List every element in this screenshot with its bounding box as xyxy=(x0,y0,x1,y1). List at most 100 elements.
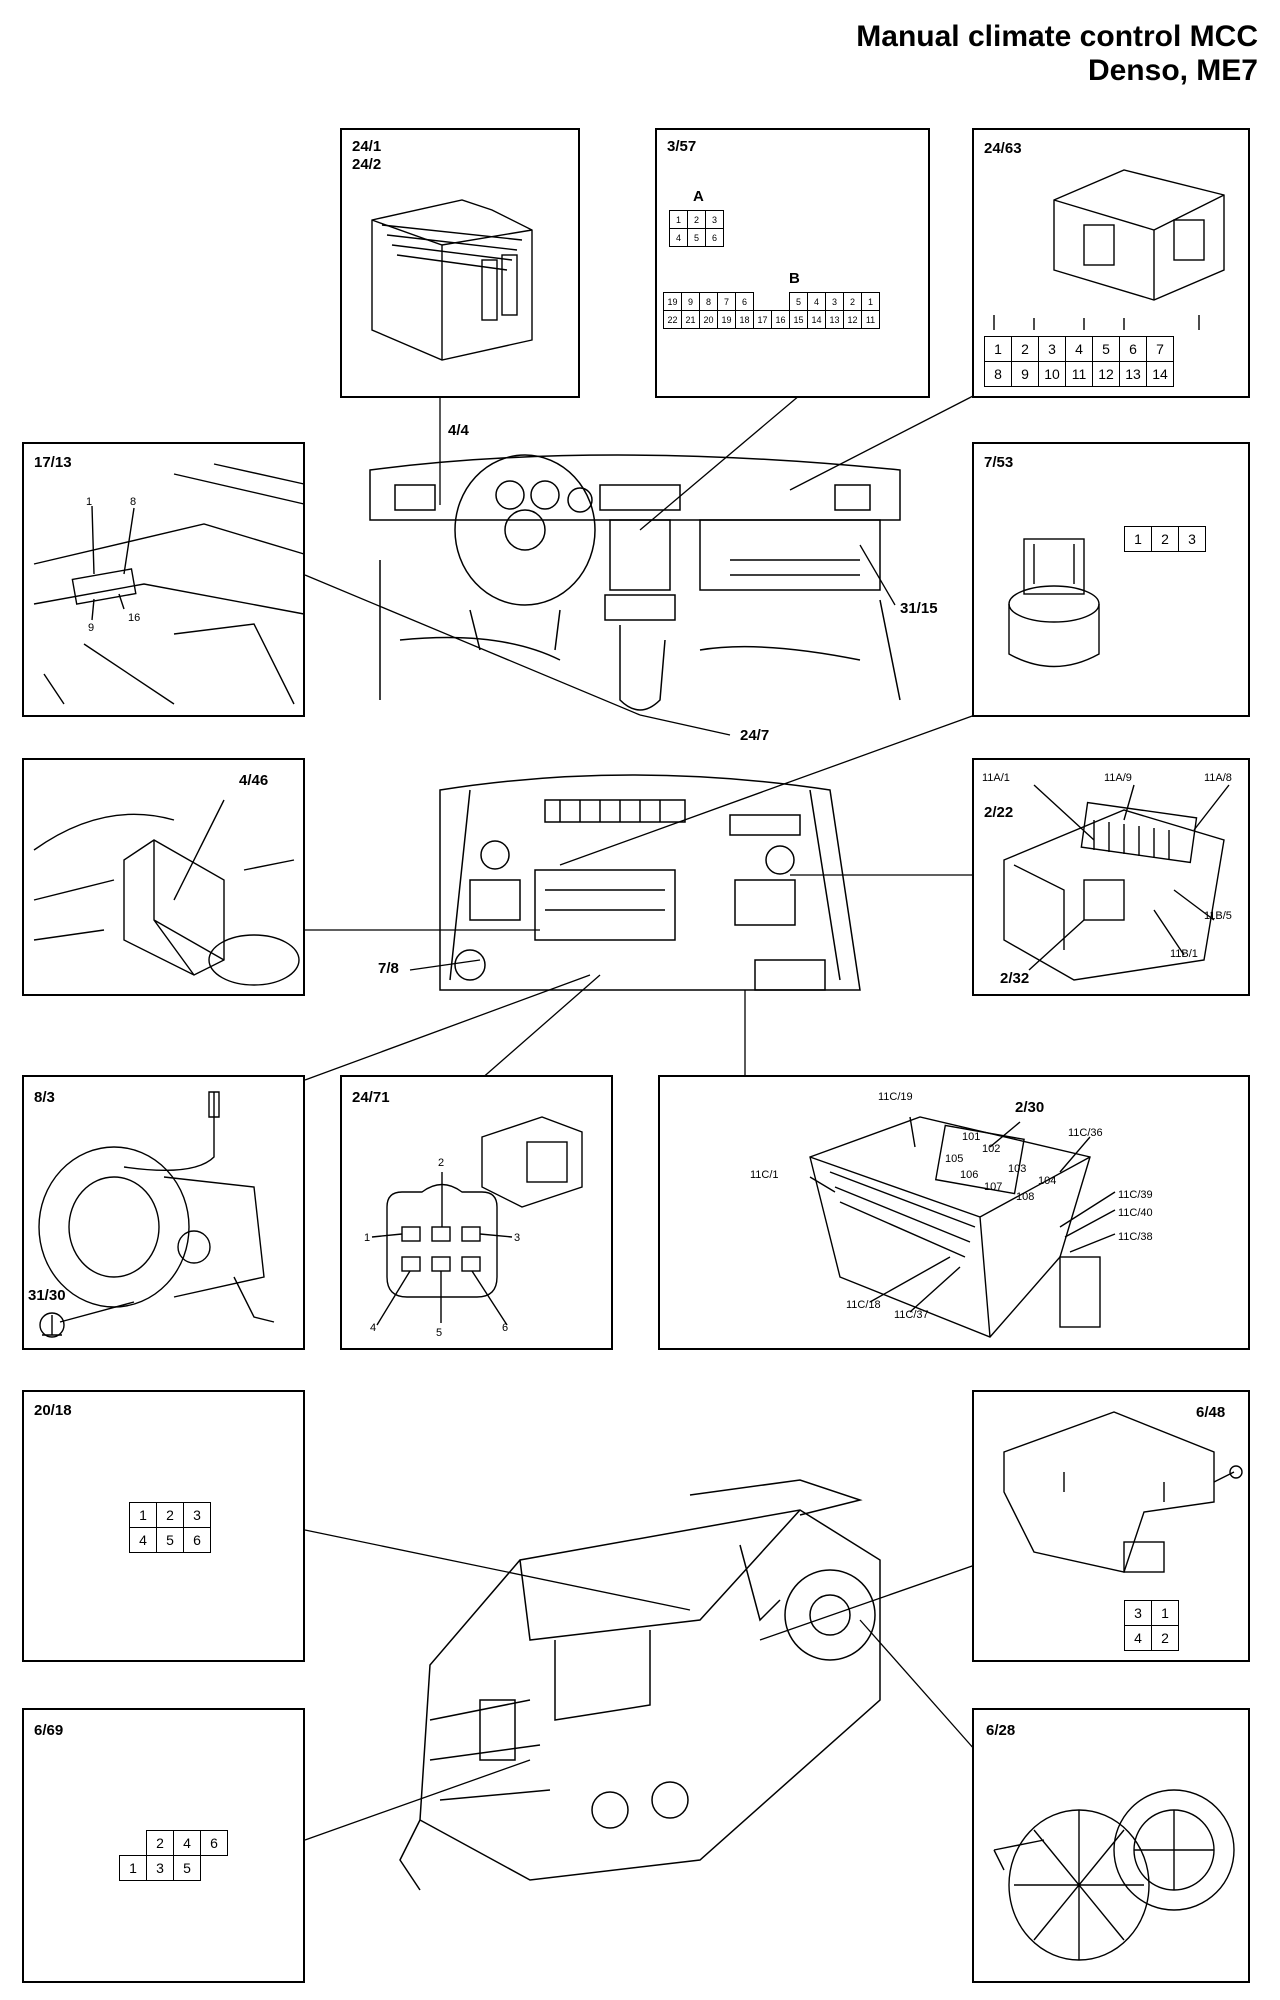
connector-24-71-drawing xyxy=(371,1116,583,1326)
panel-label: 6/69 xyxy=(34,1722,64,1739)
callout-31-15: 31/15 xyxy=(900,600,938,617)
pin-cell: 1 xyxy=(129,1502,157,1528)
pin-cell: 4 xyxy=(129,1527,157,1553)
pin-cell: 10 xyxy=(1038,361,1066,387)
pin-cell: 7 xyxy=(717,292,736,311)
pin-cell: 3 xyxy=(183,1502,211,1528)
pin-gap xyxy=(201,1856,228,1881)
fuse-label: 2/22 xyxy=(984,804,1014,821)
panel-label: 6/48 xyxy=(1196,1404,1226,1421)
pin-cell: 2 xyxy=(843,292,862,311)
pin-cell: 13 xyxy=(1119,361,1147,387)
pin-cell: 6 xyxy=(183,1527,211,1553)
pin-cell: 12 xyxy=(1092,361,1120,387)
control-module-drawing xyxy=(33,799,300,986)
pin-cell: 4 xyxy=(1065,336,1093,362)
panel-relay-box: 11C/19 2/30 11C/36 11C/1 101 102 105 103… xyxy=(658,1075,1250,1350)
pin-label: 2 xyxy=(438,1157,445,1169)
pin-cell: 11 xyxy=(861,310,880,329)
pin-cell: 22 xyxy=(663,310,682,329)
fuse-label: 11A/9 xyxy=(1104,772,1132,784)
pin-cell: 2 xyxy=(156,1502,184,1528)
leader-lines xyxy=(304,394,976,1841)
relay-label: 2/30 xyxy=(1015,1099,1045,1116)
pin-label: 4 xyxy=(370,1322,377,1334)
pin-cell: 5 xyxy=(156,1527,184,1553)
pin-cell: 1 xyxy=(669,210,688,229)
panel-label: 3/57 xyxy=(667,138,697,155)
panel-label: 20/18 xyxy=(34,1402,72,1419)
panel-17-13: 17/13 1 8 16 9 xyxy=(22,442,305,717)
pin-cell: 5 xyxy=(687,228,706,247)
connector-a-label: A xyxy=(693,188,704,205)
pin-label: 1 xyxy=(364,1232,371,1244)
diagnostic-socket-drawing xyxy=(33,463,305,705)
pin-cell: 12 xyxy=(843,310,862,329)
pin-cell: 18 xyxy=(735,310,754,329)
relay-label: 101 xyxy=(962,1131,981,1143)
pin-cell: 1 xyxy=(1124,526,1152,552)
pin-cell: 17 xyxy=(753,310,772,329)
pin-cell: 7 xyxy=(1146,336,1174,362)
fuse-label: 11A/1 xyxy=(982,772,1010,784)
panel-label: 24/1 xyxy=(352,138,382,155)
pin-cell: 8 xyxy=(699,292,718,311)
pin-label: 1 xyxy=(86,496,93,508)
diagram-title-line1: Manual climate control MCC xyxy=(856,20,1258,53)
pin-cell: 3 xyxy=(1178,526,1206,552)
panel-6-28: 6/28 xyxy=(972,1708,1250,1983)
pin-cell: 21 xyxy=(681,310,700,329)
connector-b-label: B xyxy=(789,270,800,287)
diagram-title-line2: Denso, ME7 xyxy=(1087,54,1258,87)
relay-label: 11C/18 xyxy=(846,1299,881,1311)
pin-cell: 2 xyxy=(1151,526,1179,552)
pin-cell: 6 xyxy=(705,228,724,247)
pin-label: 16 xyxy=(128,612,141,624)
fuse-box-drawing xyxy=(1003,784,1230,981)
pin-cell: 5 xyxy=(789,292,808,311)
relay-label: 11C/1 xyxy=(750,1169,779,1181)
dashboard-illustration xyxy=(369,454,901,711)
pin-cell: 6 xyxy=(1119,336,1147,362)
panel-label: 24/71 xyxy=(352,1089,390,1106)
pin-cell: 2 xyxy=(1151,1625,1179,1651)
pin-cell: 15 xyxy=(789,310,808,329)
relay-box-drawing xyxy=(809,1116,1116,1338)
pin-cell: 1 xyxy=(119,1855,147,1881)
relay-label: 102 xyxy=(982,1143,1001,1155)
blower-motor-drawing xyxy=(993,1789,1235,1961)
callout-24-7: 24/7 xyxy=(740,727,770,744)
fuse-label: 2/32 xyxy=(1000,970,1030,987)
relay-label: 11C/37 xyxy=(894,1309,929,1321)
panel-label-secondary: 24/2 xyxy=(352,156,382,173)
pin-cell: 2 xyxy=(146,1830,174,1856)
pin-cell: 9 xyxy=(1011,361,1039,387)
fuse-block-drawing xyxy=(371,199,533,361)
resistor-module-drawing xyxy=(1003,1411,1243,1573)
pin-cell: 19 xyxy=(663,292,682,311)
relay-label: 103 xyxy=(1008,1163,1027,1175)
pin-cell: 11 xyxy=(1065,361,1093,387)
pin-label: 9 xyxy=(88,622,95,634)
pin-cell: 2 xyxy=(687,210,706,229)
pin-cell: 19 xyxy=(717,310,736,329)
pin-cell: 13 xyxy=(825,310,844,329)
pin-cell: 3 xyxy=(825,292,844,311)
panel-24-1: 24/1 24/2 xyxy=(340,128,580,398)
compressor-drawing xyxy=(38,1091,275,1338)
pin-cell: 4 xyxy=(173,1830,201,1856)
heater-unit-illustration xyxy=(399,1479,881,1891)
connector-b-grid: 19 9 8 7 6 5 4 3 2 1 22 21 20 19 18 17 1… xyxy=(663,292,880,329)
pin-cell: 3 xyxy=(146,1855,174,1881)
connector-24-63-drawing xyxy=(993,169,1225,330)
pressure-switch-drawing xyxy=(1008,538,1100,668)
pin-cell: 4 xyxy=(669,228,688,247)
relay-label: 11C/36 xyxy=(1068,1127,1103,1139)
